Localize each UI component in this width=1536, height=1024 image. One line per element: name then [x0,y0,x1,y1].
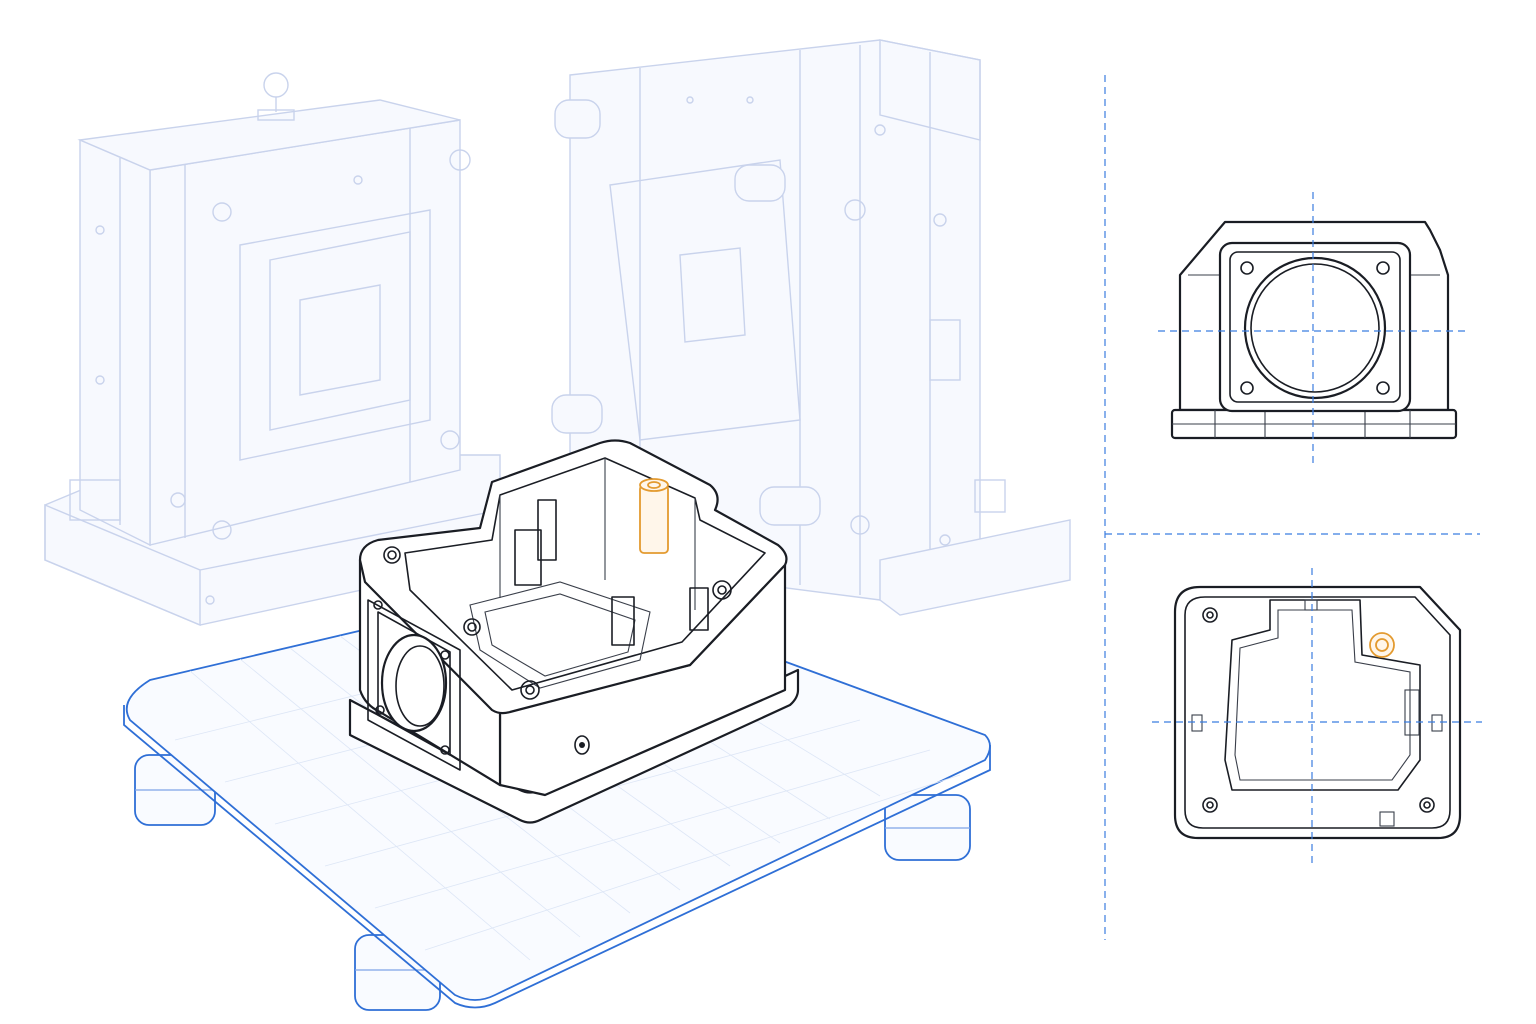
fixture-foot-right [884,794,971,861]
port-opening-iso [367,599,461,771]
view-separators [1104,75,1480,940]
boss-highlight-top [1369,632,1395,658]
front-view [1158,192,1468,465]
mold-left-ghost [44,72,501,627]
top-view [1152,568,1482,865]
boss-highlight-iso [639,478,669,554]
mold-right-ghost [551,39,1071,616]
housing-part-isometric [348,439,800,824]
